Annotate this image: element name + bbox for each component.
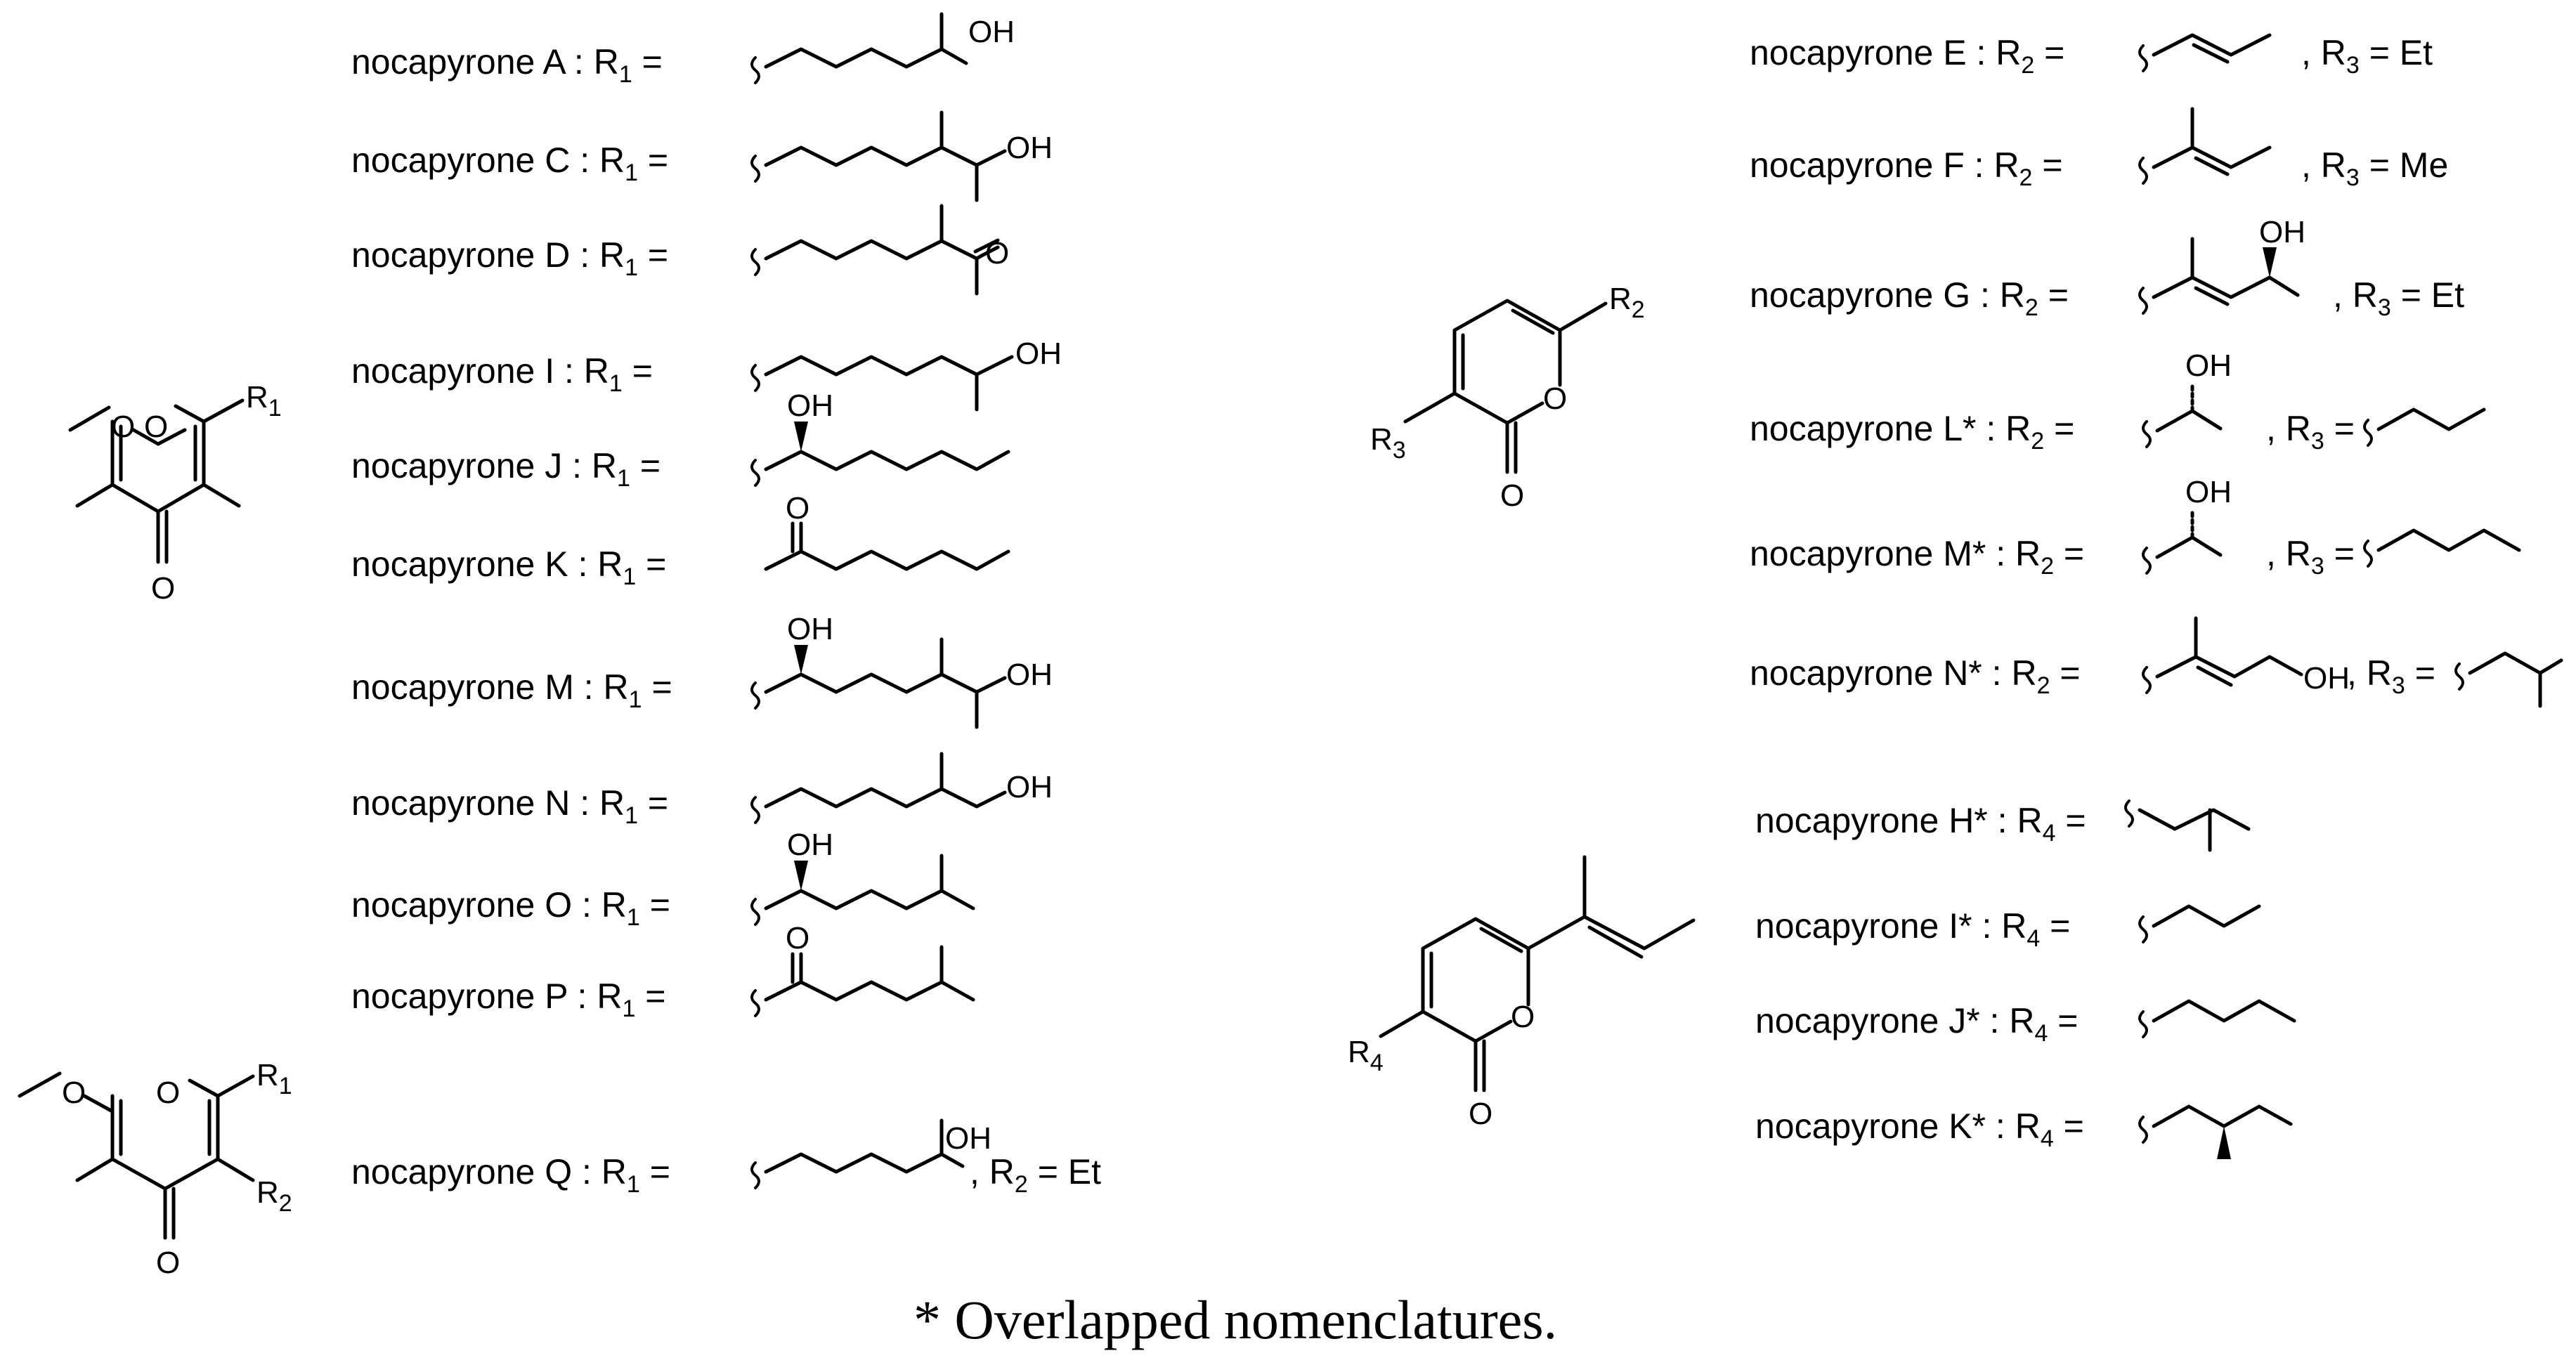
core4-ring-oxygen: O	[1511, 1000, 1535, 1034]
group-a-row-0: nocapyrone A : R1 =	[351, 42, 663, 88]
group-a-row-6: nocapyrone M : R1 =	[351, 667, 672, 713]
core4-carbonyl-o: O	[1469, 1097, 1492, 1131]
group-e-side-chains: OH OH OH OH	[2138, 33, 2563, 708]
core-pyrone-r1: O O O R1 O	[68, 380, 282, 606]
core3-carbonyl-o: O	[1500, 478, 1524, 513]
core2-ring-oxygen: O	[156, 1076, 180, 1110]
group-e-row-3: nocapyrone L* : R2 =	[1750, 409, 2074, 455]
group-e-row-4: nocapyrone M* : R2 =	[1750, 534, 2084, 580]
group-a-name-1: nocapyrone C	[351, 141, 570, 180]
group-e-tail-0: , R3 = Et	[2301, 33, 2433, 79]
group-e-row-5: nocapyrone N* : R2 =	[1750, 653, 2081, 699]
core1-r1-label: R1	[246, 380, 282, 422]
group-e-name-0: nocapyrone E	[1750, 33, 1967, 72]
group-a-row-8: nocapyrone O : R1 =	[351, 885, 670, 931]
group-a-name-4: nocapyrone J	[351, 446, 562, 485]
group-a-name-0: nocapyrone A	[351, 42, 566, 81]
group-h-name-3: nocapyrone K*	[1755, 1106, 1986, 1146]
group-e-row-0: nocapyrone E : R2 =	[1750, 33, 2064, 79]
group-h-side-chains	[2124, 799, 2296, 1159]
chain-i-oh: OH	[1015, 337, 1062, 371]
row-q-name: nocapyrone Q : R1 =	[351, 1152, 670, 1198]
group-e-tail-5: , R3 =	[2347, 653, 2435, 699]
group-a-row-5: nocapyrone K : R1 =	[351, 544, 666, 590]
chain-l-oh: OH	[2185, 348, 2232, 383]
group-h-name-0: nocapyrone H*	[1755, 801, 1988, 840]
chain-a-oh: OH	[968, 15, 1015, 49]
core1-ring-oxygen: O	[144, 410, 168, 444]
core3-r3-label: R3	[1370, 422, 1406, 464]
group-e-labels: nocapyrone E : R2 = , R3 = Et nocapyrone F…	[1750, 33, 2464, 699]
group-e-name-2: nocapyrone G	[1750, 275, 1970, 315]
group-a-side-chains: OH OH O O OH OH O OH	[750, 12, 1062, 1017]
chain-n-oh: OH	[1006, 770, 1053, 804]
chain-m-oh2: OH	[1006, 658, 1053, 692]
chain-q-oh: OH	[945, 1121, 991, 1156]
chain-g-oh: OH	[2259, 215, 2305, 249]
chain-c-oh: OH	[1006, 131, 1053, 165]
core-pyrone-r1-r2: O O R2 R1 O	[18, 1058, 292, 1280]
chain-d-ketone-o: O	[985, 236, 1009, 270]
chain-o-oh: OH	[787, 828, 833, 862]
group-e-tail-1: , R3 = Me	[2301, 145, 2448, 191]
chain-p-o: O	[786, 921, 809, 955]
group-a-row-9: nocapyrone P : R1 =	[351, 977, 665, 1022]
group-h-row-0: nocapyrone H* : R4 =	[1755, 801, 2086, 847]
group-h-name-1: nocapyrone I*	[1755, 906, 1972, 946]
core-pyrone-r2-r3: R3 O R2 O	[1370, 282, 1645, 513]
core2-r2-label: R2	[256, 1175, 292, 1217]
group-a-row-1: nocapyrone C : R1 =	[351, 141, 668, 186]
group-a-row-2: nocapyrone D : R1 =	[351, 235, 668, 281]
core3-ring-oxygen: O	[1543, 381, 1567, 416]
group-e-name-1: nocapyrone F	[1750, 145, 1965, 185]
core2-methoxy-o: O	[62, 1076, 86, 1110]
chain-m-oh1: OH	[787, 612, 833, 646]
chain-k-o: O	[786, 491, 809, 525]
core3-r2-label: R2	[1609, 282, 1645, 323]
group-h-name-2: nocapyrone J*	[1755, 1001, 1980, 1040]
group-a-row-7: nocapyrone N : R1 =	[351, 783, 668, 829]
group-h-labels: nocapyrone H* : R4 = nocapyrone I* : R4 =…	[1755, 801, 2086, 1152]
group-a-row-4: nocapyrone J : R1 =	[351, 446, 661, 492]
group-a-row-3: nocapyrone I : R1 =	[351, 351, 653, 397]
core2-carbonyl-o: O	[156, 1246, 180, 1280]
group-e-tail-2: , R3 = Et	[2333, 275, 2464, 321]
group-a-labels: nocapyrone A : R1 =nocapyrone C : R1 =no…	[351, 42, 672, 1022]
group-e-tail-3: , R3 =	[2266, 409, 2355, 455]
group-a-name-6: nocapyrone M	[351, 667, 574, 707]
chain-m-star-oh: OH	[2185, 475, 2232, 509]
group-h-row-1: nocapyrone I* : R4 =	[1755, 906, 2070, 952]
footnote: * Overlapped nomenclatures.	[913, 1289, 1557, 1350]
group-q-row: nocapyrone Q : R1 = OH , R2 = Et	[351, 1118, 1101, 1198]
core-pyrone-r4: R4 O O	[1348, 855, 1696, 1131]
group-a-name-5: nocapyrone K	[351, 544, 568, 584]
group-e-tail-4: , R3 =	[2266, 534, 2355, 580]
group-a-name-7: nocapyrone N	[351, 783, 570, 823]
group-a-name-9: nocapyrone P	[351, 977, 568, 1016]
core1-carbonyl-o: O	[151, 571, 175, 606]
chain-j-oh: OH	[787, 388, 833, 423]
group-a-name-8: nocapyrone O	[351, 885, 572, 925]
group-e-name-5: nocapyrone N*	[1750, 653, 1982, 693]
core4-r4-label: R4	[1348, 1035, 1384, 1076]
group-e-name-3: nocapyrone L*	[1750, 409, 1976, 448]
chain-n-star-oh: OH	[2303, 661, 2350, 695]
group-e-row-1: nocapyrone F : R2 =	[1750, 145, 2063, 191]
group-a-name-3: nocapyrone I	[351, 351, 554, 391]
group-e-row-2: nocapyrone G : R2 =	[1750, 275, 2069, 321]
group-a-name-2: nocapyrone D	[351, 235, 570, 275]
group-h-row-3: nocapyrone K* : R4 =	[1755, 1106, 2084, 1152]
core1-methoxy-o: O	[111, 410, 135, 444]
group-e-name-4: nocapyrone M*	[1750, 534, 1986, 573]
row-q-r2: , R2 = Et	[970, 1152, 1101, 1198]
group-h-row-2: nocapyrone J* : R4 =	[1755, 1001, 2078, 1047]
core2-r1-label: R1	[256, 1058, 292, 1099]
